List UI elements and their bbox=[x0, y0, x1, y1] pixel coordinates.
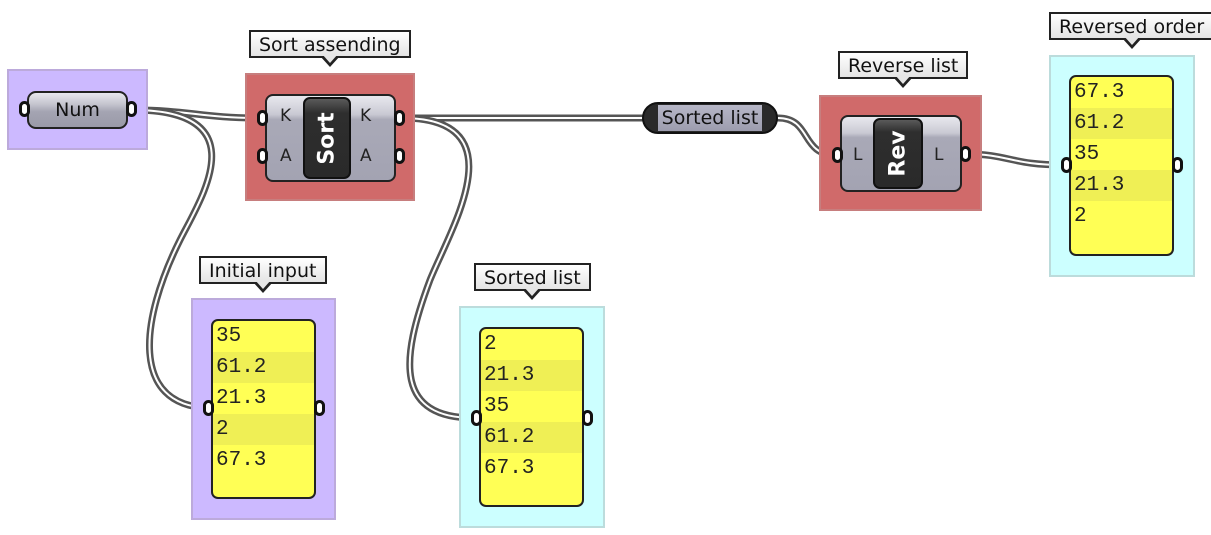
sort-input-a-label: A bbox=[280, 146, 292, 166]
wire-sort-to-sorted-panel[interactable] bbox=[398, 114, 478, 422]
reversed-bubble-text: Reversed order bbox=[1059, 16, 1205, 38]
initial-row-3: 21.3 bbox=[216, 387, 267, 410]
reversed-row-5: 2 bbox=[1074, 205, 1087, 228]
reversed-panel-output-grip[interactable] bbox=[1172, 157, 1183, 173]
reverse-input-l-label: L bbox=[853, 145, 863, 165]
sort-bubble-text: Sort assending bbox=[259, 34, 401, 56]
sort-group-bubble: Sort assending bbox=[249, 30, 411, 67]
num-output-grip[interactable] bbox=[126, 101, 137, 117]
sorted-row-1: 2 bbox=[484, 333, 497, 356]
sort-output-a-label: A bbox=[360, 146, 372, 166]
reversed-row-2: 61.2 bbox=[1071, 108, 1172, 139]
sort-input-k-grip[interactable] bbox=[257, 110, 268, 126]
reversed-row-3: 35 bbox=[1074, 143, 1100, 166]
sort-output-k-label: K bbox=[360, 106, 372, 126]
reversed-row-1: 67.3 bbox=[1074, 81, 1125, 104]
sorted-panel-input-grip[interactable] bbox=[471, 410, 482, 426]
sort-output-a-grip[interactable] bbox=[394, 148, 405, 164]
reverse-input-l-grip[interactable] bbox=[832, 147, 843, 163]
sorted-row-4: 61.2 bbox=[481, 422, 582, 453]
wire-num-to-initial-panel[interactable] bbox=[129, 106, 216, 412]
reversed-panel-input-grip[interactable] bbox=[1061, 157, 1072, 173]
sorted-panel-output-grip[interactable] bbox=[582, 410, 593, 426]
initial-row-1: 35 bbox=[216, 325, 242, 348]
reverse-group-bubble: Reverse list bbox=[838, 51, 969, 88]
sort-output-k-grip[interactable] bbox=[394, 110, 405, 126]
num-param-label: Num bbox=[55, 99, 100, 121]
initial-panel-output-grip[interactable] bbox=[314, 400, 325, 416]
sorted-row-5: 67.3 bbox=[484, 457, 535, 480]
reverse-nickname[interactable]: Rev bbox=[873, 118, 923, 189]
initial-input-panel[interactable]: 35 61.2 21.3 2 67.3 bbox=[211, 319, 316, 499]
initial-panel-input-grip[interactable] bbox=[203, 400, 214, 416]
sorted-list-relay[interactable]: Sorted list bbox=[642, 102, 778, 134]
sorted-list-bubble: Sorted list bbox=[474, 263, 591, 300]
initial-row-4: 2 bbox=[213, 414, 314, 445]
num-param[interactable]: Num bbox=[27, 91, 128, 129]
sorted-row-3: 35 bbox=[484, 395, 510, 418]
relay-label: Sorted list bbox=[661, 107, 759, 129]
reversed-row-4: 21.3 bbox=[1071, 170, 1172, 201]
initial-row-5: 67.3 bbox=[216, 449, 267, 472]
sorted-row-2: 21.3 bbox=[481, 360, 582, 391]
reverse-nickname-text: Rev bbox=[885, 130, 911, 177]
initial-bubble-text: Initial input bbox=[209, 260, 317, 282]
sort-input-k-label: K bbox=[280, 106, 292, 126]
sorted-bubble-text: Sorted list bbox=[484, 267, 581, 289]
sort-nickname[interactable]: Sort bbox=[303, 97, 351, 179]
sort-nickname-text: Sort bbox=[314, 111, 340, 165]
initial-input-bubble: Initial input bbox=[199, 256, 327, 293]
reversed-order-panel[interactable]: 67.3 61.2 35 21.3 2 bbox=[1069, 75, 1174, 256]
reverse-output-l-grip[interactable] bbox=[960, 146, 971, 162]
reverse-output-l-label: L bbox=[934, 145, 944, 165]
initial-row-2: 61.2 bbox=[213, 352, 314, 383]
num-input-grip[interactable] bbox=[19, 101, 30, 117]
sorted-list-panel[interactable]: 2 21.3 35 61.2 67.3 bbox=[479, 327, 584, 507]
sort-input-a-grip[interactable] bbox=[257, 148, 268, 164]
reversed-order-bubble: Reversed order bbox=[1049, 12, 1211, 49]
reverse-bubble-text: Reverse list bbox=[848, 55, 959, 77]
